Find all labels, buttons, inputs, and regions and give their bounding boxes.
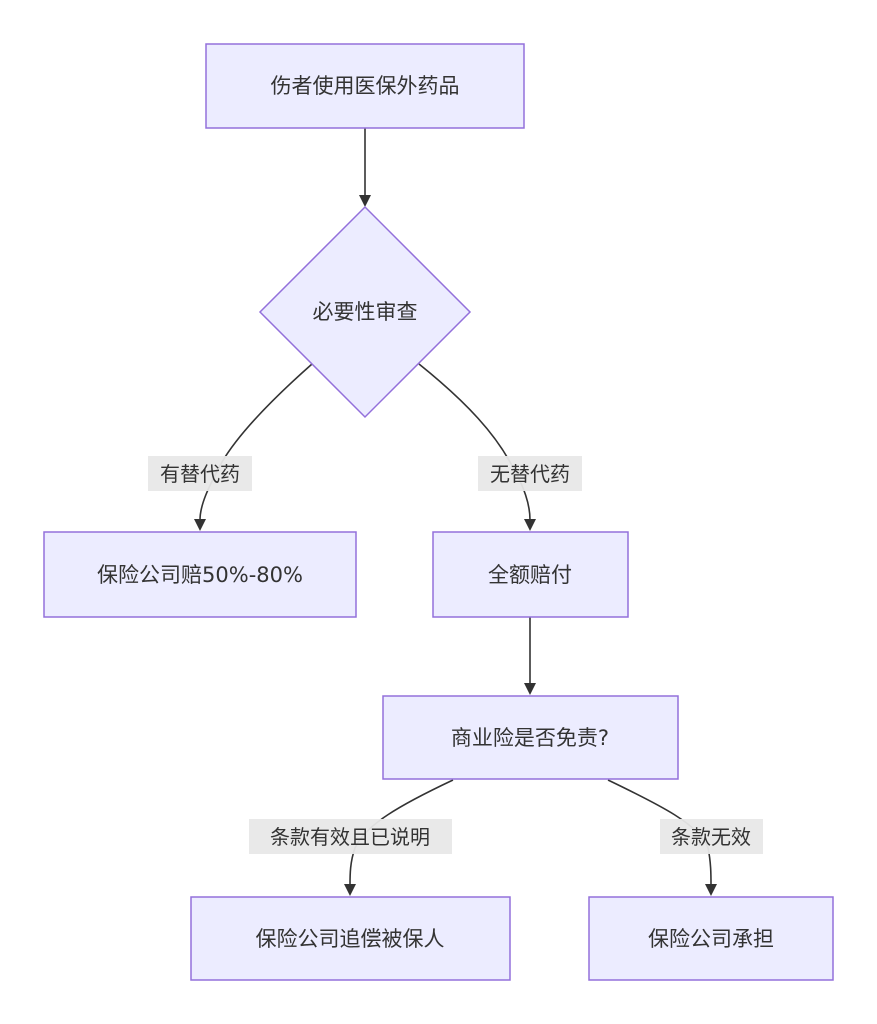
arrowhead-exempt-to-recover (344, 884, 356, 896)
node-insurer-bears-label: 保险公司承担 (648, 927, 774, 951)
edge-label-explained-text: 条款有效且已说明 (270, 825, 430, 849)
edge-label-no-alt-text: 无替代药 (490, 462, 570, 486)
arrowhead-full-pay-to-exempt-check (524, 683, 536, 695)
node-full-pay: 全额赔付 (432, 531, 629, 618)
node-start-label: 伤者使用医保外药品 (271, 74, 460, 98)
node-recover: 保险公司追偿被保人 (190, 896, 511, 981)
node-recover-label: 保险公司追偿被保人 (256, 927, 445, 951)
node-start: 伤者使用医保外药品 (205, 43, 525, 129)
node-exempt-check-label: 商业险是否免责? (451, 726, 609, 750)
node-has-alt: 保险公司赔50%-80% (43, 531, 357, 618)
edges (194, 127, 717, 896)
arrowhead-decision-to-has-alt (194, 519, 206, 531)
edge-decision-to-has-alt (199, 363, 313, 521)
edge-label-invalid: 条款无效 (660, 819, 763, 854)
edge-label-no-alt: 无替代药 (478, 456, 582, 491)
arrowhead-start-to-decision (359, 195, 371, 207)
arrowhead-decision-to-full-pay (524, 519, 536, 531)
node-decision: 必要性审查 (258, 205, 472, 419)
node-insurer-bears: 保险公司承担 (588, 896, 834, 981)
arrowhead-exempt-to-insurer-bears (705, 884, 717, 896)
node-exempt-check: 商业险是否免责? (382, 695, 679, 780)
node-full-pay-label: 全额赔付 (488, 563, 572, 587)
edge-label-has-alt: 有替代药 (148, 456, 252, 491)
node-has-alt-label: 保险公司赔50%-80% (97, 563, 303, 587)
edge-label-invalid-text: 条款无效 (671, 825, 751, 849)
edge-label-has-alt-text: 有替代药 (160, 462, 240, 486)
edge-label-explained: 条款有效且已说明 (249, 819, 452, 854)
edge-decision-to-full-pay (418, 363, 531, 521)
node-decision-label: 必要性审查 (313, 300, 418, 324)
